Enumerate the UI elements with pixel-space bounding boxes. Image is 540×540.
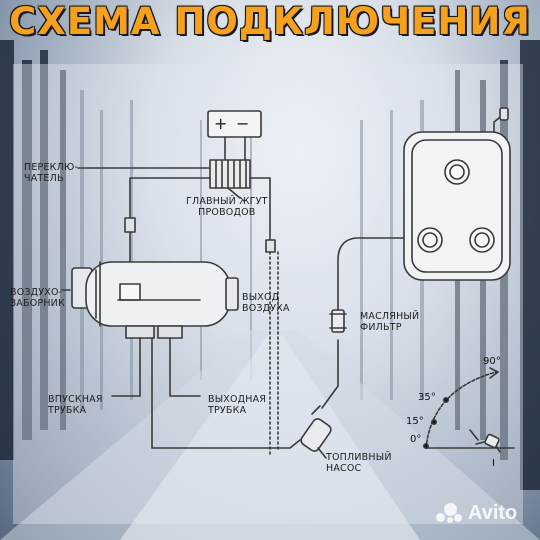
angle-90-label: 90°	[483, 356, 501, 367]
avito-watermark-text: Avito	[468, 502, 518, 524]
page-title: СХЕМА ПОДКЛЮЧЕНИЯ	[9, 0, 531, 43]
avito-watermark: Avito	[436, 502, 517, 525]
mounting-angle-diagram	[422, 367, 515, 453]
fuel-pump-icon	[300, 405, 332, 459]
angle-15-label: 15°	[406, 416, 424, 427]
fuel-line-heater	[151, 337, 301, 449]
fuel-pump-label: ТОПЛИВНЫЙ НАСОС	[326, 452, 392, 474]
fuel-tank-icon	[403, 107, 511, 281]
outlet-pipe-line	[169, 337, 201, 397]
air-outlet-label: ВЫХОД ВОЗДУХА	[242, 292, 290, 314]
heater-unit-icon	[71, 261, 239, 339]
harness-wire-right	[249, 177, 271, 241]
fuel-line-pump	[321, 339, 339, 409]
oil-filter-icon	[329, 309, 347, 333]
oil-filter-label: МАСЛЯНЫЙ ФИЛЬТР	[360, 311, 420, 333]
avito-logo-icon	[436, 502, 464, 525]
harness-leader	[227, 187, 241, 199]
inlet-pipe-label: ВПУСКНАЯ ТРУБКА	[48, 394, 103, 416]
angle-marker-label: I	[492, 458, 495, 469]
harness-connector	[124, 217, 136, 233]
pump-wire-connector	[265, 239, 276, 253]
outlet-pipe-label: ВЫХОДНАЯ ТРУБКА	[208, 394, 267, 416]
inlet-pipe-line	[111, 337, 141, 397]
battery-plus: +	[214, 114, 227, 133]
angle-0-label: 0°	[410, 434, 422, 445]
battery-minus: −	[236, 114, 249, 133]
switch-label: ПЕРЕКЛЮ- ЧАТЕЛЬ	[24, 162, 79, 184]
angle-35-label: 35°	[418, 392, 436, 403]
battery-icon: + −	[207, 110, 262, 161]
switch-connector-icon	[209, 159, 251, 189]
air-intake-label: ВОЗДУХО- ЗАБОРНИК	[10, 287, 65, 309]
fuel-line-tank	[337, 237, 409, 311]
harness-label: ГЛАВНЫЙ ЖГУТ ПРОВОДОВ	[186, 196, 268, 218]
harness-wire-left	[129, 177, 211, 219]
